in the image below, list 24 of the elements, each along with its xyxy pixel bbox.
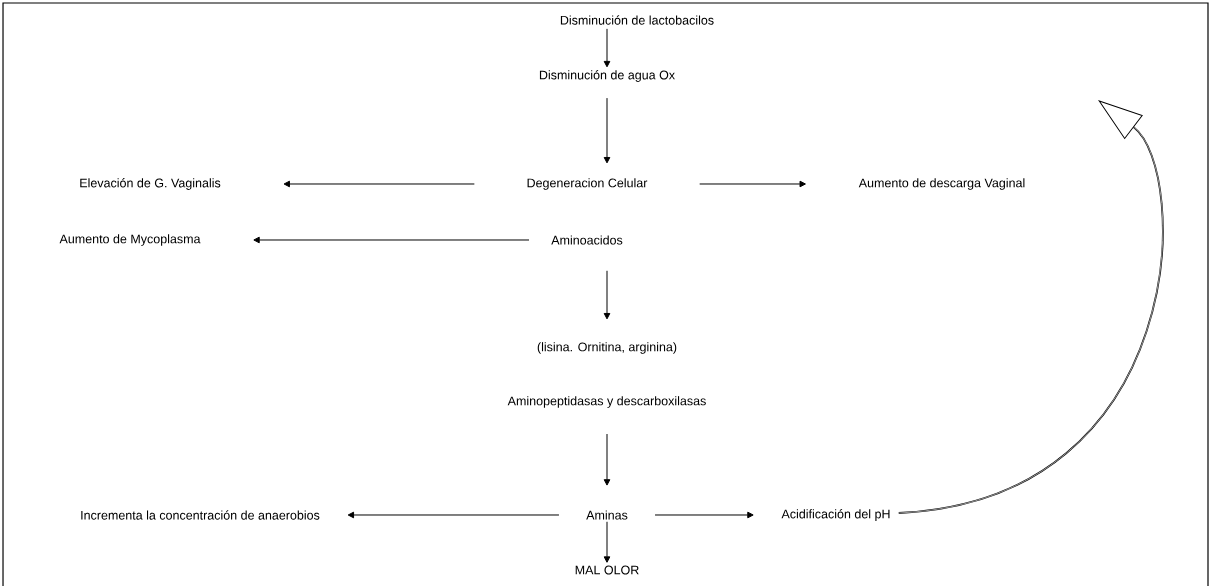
arrow <box>347 511 560 519</box>
node-text: MAL OLOR <box>575 565 639 575</box>
node-text: Acidificación del pH <box>781 509 890 521</box>
arrow <box>699 180 806 188</box>
arrow <box>603 28 611 68</box>
arrow <box>603 433 611 486</box>
arrow <box>283 180 475 188</box>
node-text: Aminopeptidasas y descarboxilasas <box>507 396 706 408</box>
node-text: Aminas <box>586 510 628 520</box>
arrow <box>897 100 1164 514</box>
node-text: Degeneracion Celular <box>527 178 648 190</box>
node-text: Elevación de G. Vaginalis <box>80 178 221 190</box>
node-text: Disminución de agua Ox <box>539 70 675 82</box>
node-text: Disminución de lactobacilos <box>560 15 714 25</box>
arrow <box>654 511 754 519</box>
arrow <box>603 97 611 164</box>
arrow <box>603 270 611 320</box>
node-text: Aumento de descarga Vaginal <box>858 178 1025 190</box>
arrow <box>253 236 530 244</box>
node-text: Aumento de Mycoplasma <box>59 234 201 246</box>
node-text: Aminoacidos <box>551 235 623 245</box>
node-text: (lisina. Ornitina, arginina) <box>537 342 677 354</box>
arrow <box>603 521 611 563</box>
node-text: Incrementa la concentración de anaerobios <box>81 510 320 520</box>
